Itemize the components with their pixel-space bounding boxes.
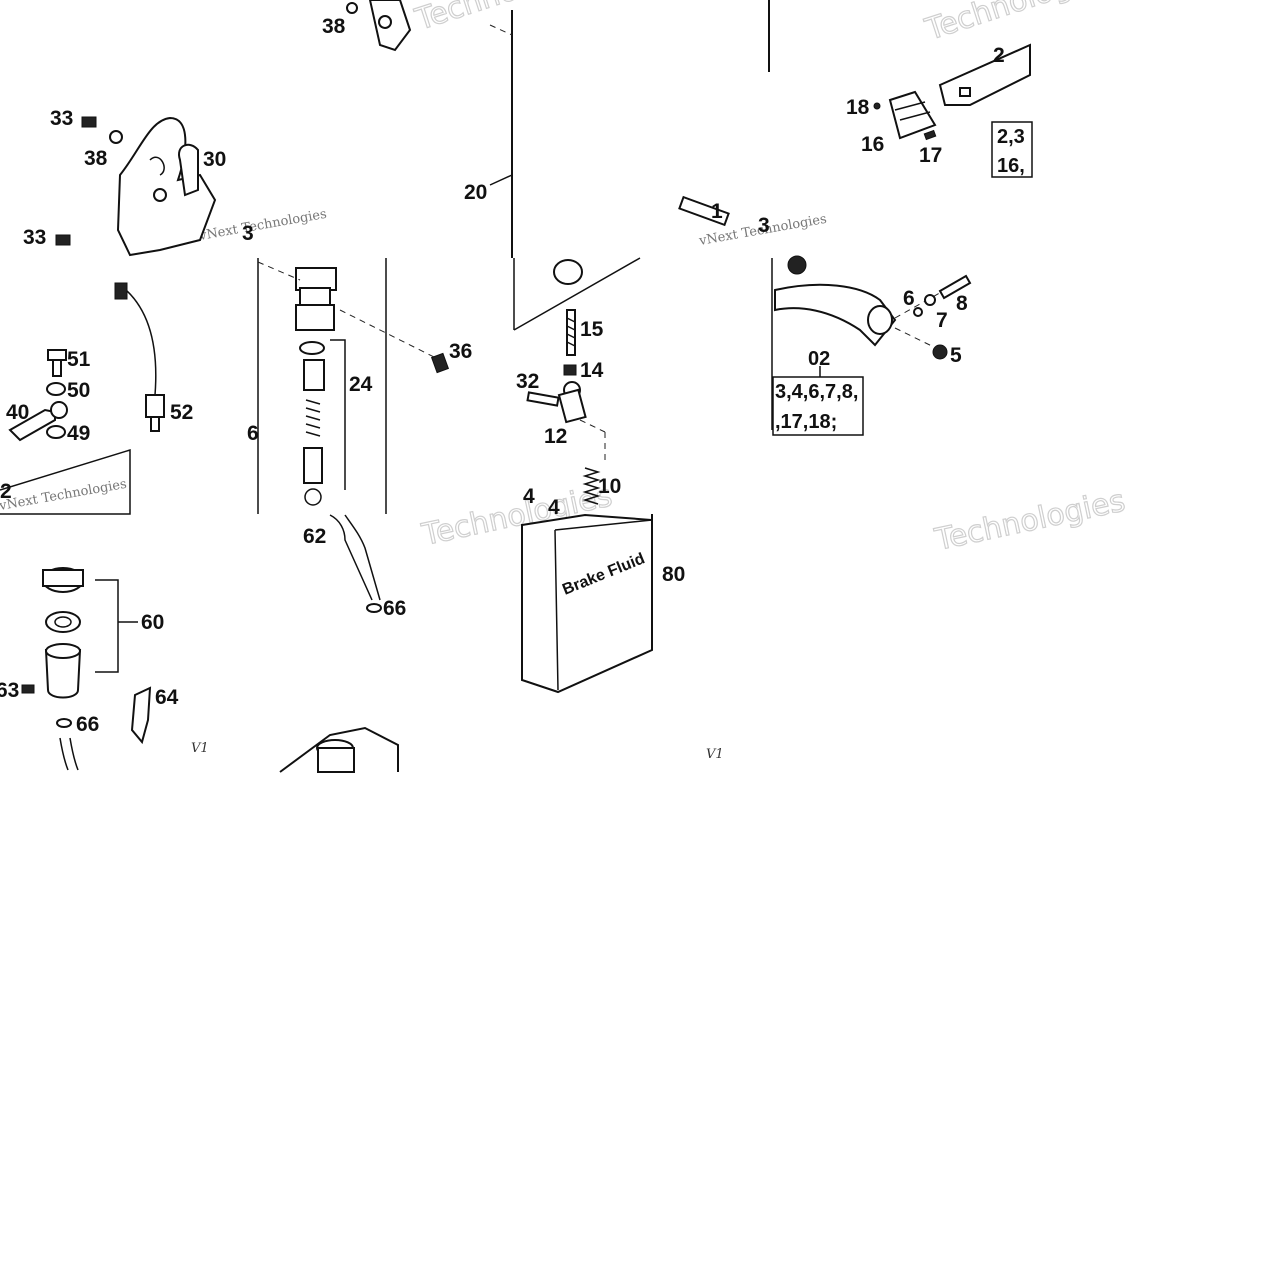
- master-cylinder: [257, 261, 450, 613]
- callout-33: 33: [50, 107, 73, 130]
- callout-36: 36: [449, 340, 472, 363]
- callout-64: 64: [155, 686, 179, 709]
- callout-51: 51: [67, 348, 91, 371]
- callout-10: 10: [598, 475, 621, 498]
- callout-40: 40: [6, 401, 29, 424]
- frame-lines: [257, 0, 773, 650]
- kit-contents-line: 16,: [997, 155, 1025, 177]
- callout-1: 1: [711, 200, 723, 223]
- callout-17: 17: [919, 144, 942, 167]
- callouts: 38 33 38 30 33 3 20 1 3 2 18 16 17 51 50…: [0, 15, 1005, 736]
- callout-38: 38: [322, 15, 346, 38]
- callout-2: 2: [993, 44, 1005, 67]
- callout-16: 16: [861, 133, 884, 156]
- callout-33: 33: [23, 226, 46, 249]
- callout-3: 3: [758, 214, 770, 237]
- callout-20: 20: [464, 181, 487, 204]
- pedal-bracket: [55, 0, 513, 257]
- callout-4: 4: [548, 496, 560, 519]
- watermark: Technologies: [411, 0, 606, 38]
- callout-2: 2: [0, 480, 12, 503]
- callout-24: 24: [349, 373, 373, 396]
- callout-18: 18: [846, 96, 870, 119]
- callout-38: 38: [84, 147, 108, 170]
- callout-66: 66: [383, 597, 406, 620]
- version-label: V1: [191, 741, 209, 756]
- callout-3: 3: [242, 222, 254, 245]
- pedal-lever: [678, 43, 1033, 436]
- reservoir-group: [21, 567, 152, 771]
- callout-60: 60: [141, 611, 164, 634]
- version-label: V1: [706, 747, 724, 762]
- callout-49: 49: [67, 422, 90, 445]
- callout-30: 30: [203, 148, 226, 171]
- callout-52: 52: [170, 401, 193, 424]
- brake-fluid-container: Brake Fluid: [279, 513, 653, 773]
- callout-8: 8: [956, 292, 968, 315]
- callout-62: 62: [303, 525, 326, 548]
- kit-number: 02: [808, 348, 830, 370]
- callout-66: 66: [76, 713, 99, 736]
- callout-50: 50: [67, 379, 90, 402]
- watermark: Technologies: [931, 484, 1128, 559]
- callout-14: 14: [580, 359, 604, 382]
- kit-contents-line: 2,3: [997, 126, 1025, 148]
- brake-switch-group: [0, 282, 165, 515]
- callout-4: 4: [523, 485, 535, 508]
- callout-32: 32: [516, 370, 539, 393]
- callout-15: 15: [580, 318, 604, 341]
- callout-5: 5: [950, 344, 962, 367]
- callout-12: 12: [544, 425, 567, 448]
- callout-7: 7: [936, 309, 948, 332]
- watermark-small: vNext Technologies: [0, 477, 128, 514]
- watermark-small: vNext Technologies: [197, 207, 328, 244]
- callout-6: 6: [247, 422, 259, 445]
- watermark: Technologies: [921, 0, 1116, 48]
- kit-box: 02 3,4,6,7,8, ,17,18; 2,3 16,: [775, 126, 1025, 433]
- banjo-fitting: [513, 257, 641, 505]
- callout-80: 80: [662, 563, 685, 586]
- callout-63: 63: [0, 679, 19, 702]
- kit-contents-line: ,17,18;: [775, 411, 837, 433]
- callout-6: 6: [903, 287, 915, 310]
- kit-contents-line: 3,4,6,7,8,: [775, 381, 858, 403]
